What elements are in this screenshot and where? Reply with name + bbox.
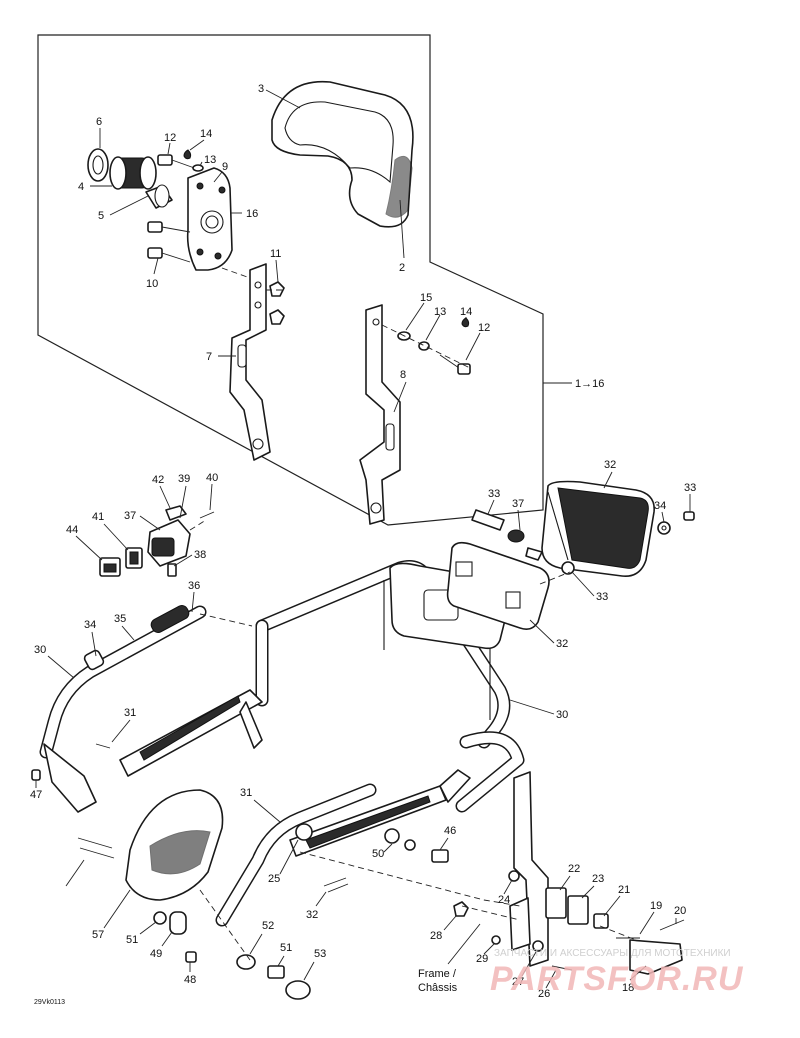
callout-54: 52: [262, 920, 274, 932]
callout-51: 51: [280, 942, 292, 954]
figure-code: 29Vk0113: [34, 999, 65, 1006]
callout-44: 39: [178, 473, 190, 485]
callout-36: 32: [604, 459, 616, 471]
callout-13-top: 13: [204, 154, 216, 166]
callout-46: 41: [92, 511, 104, 523]
callout-19: 20: [674, 905, 686, 917]
watermark-top-text: ЗАПЧАСТИ И АКСЕССУАРЫ ДЛЯ МОТОТЕХНИКИ: [494, 948, 731, 959]
backrest-pad: [271, 80, 414, 228]
callout-28: 29: [476, 953, 488, 965]
callout-23: 24: [498, 894, 510, 906]
callout-8: 8: [400, 369, 406, 381]
bracket-right: [359, 304, 401, 525]
callout-32: 32: [556, 638, 568, 650]
callout-52: 49: [150, 948, 162, 960]
callout-22: 23: [592, 873, 604, 885]
bolts-upper: [147, 154, 201, 263]
callout-25: 26: [538, 988, 550, 1000]
callout-6: 6: [96, 116, 102, 128]
callout-18: 19: [650, 900, 662, 912]
callout-26: 27: [512, 976, 524, 988]
backplate: [389, 541, 550, 650]
callout-53-left: 51: [126, 934, 138, 946]
callout-2: 2: [399, 262, 405, 274]
callout-45: 40: [206, 472, 218, 484]
lower-hardware: [31, 743, 449, 1000]
switch-group: [99, 505, 215, 577]
callout-33: 33: [488, 488, 500, 500]
callout-21: 22: [568, 863, 580, 875]
callout-38: 34: [654, 500, 666, 512]
callout-9: 9: [222, 161, 228, 173]
callout-5: 5: [98, 210, 104, 222]
frame-bracket: [453, 771, 685, 975]
callout-48-lower: 48: [184, 974, 196, 986]
callout-4: 4: [78, 181, 84, 193]
callout-49: 44: [66, 524, 78, 536]
callout-24: 25: [268, 873, 280, 885]
side-guard: [43, 743, 224, 901]
callout-10: 10: [146, 278, 158, 290]
callout-50: 46: [444, 825, 456, 837]
callout-35: 37: [512, 498, 524, 510]
callout-34: 33: [596, 591, 608, 603]
callout-31-lower: 32: [306, 909, 318, 921]
callout-37: 33: [684, 482, 696, 494]
bracket-left: [229, 263, 271, 461]
callout-39: 34: [84, 619, 96, 631]
callout-53-right: 50: [372, 848, 384, 860]
callout-12-top: 12: [164, 132, 176, 144]
assembly-outline: [37, 34, 544, 526]
tail-light: [541, 480, 655, 577]
callout-40: 35: [114, 613, 126, 625]
callout-27: 28: [430, 930, 442, 942]
light-hardware: [471, 509, 695, 585]
watermark-brand: PARTSFOR.RU: [490, 960, 744, 998]
nuts-11: [269, 281, 285, 325]
callout-47: 42: [152, 474, 164, 486]
callout-56: 57: [92, 929, 104, 941]
callout-20: 21: [618, 884, 630, 896]
watermark: ЗАПЧАСТИ И АКСЕССУАРЫ ДЛЯ МОТОТЕХНИКИ PA…: [490, 948, 744, 998]
callout-14-right: 14: [460, 306, 472, 318]
callout-31-left: 31: [124, 707, 136, 719]
callout-12-right: 12: [478, 322, 490, 334]
callout-assembly-range: 1→16: [575, 378, 604, 390]
callout-41: 36: [188, 580, 200, 592]
bearing-stack: [87, 148, 173, 209]
callout-48-left: 47: [30, 789, 42, 801]
callout-29: 30: [556, 709, 568, 721]
callout-42: 37: [124, 510, 136, 522]
callout-3: 3: [258, 83, 264, 95]
callout-30-left: 30: [34, 644, 46, 656]
callout-30-lower: 31: [240, 787, 252, 799]
frame-label-line1: Frame /: [418, 968, 457, 980]
callout-13-right: 13: [434, 306, 446, 318]
callout-11: 11: [270, 248, 281, 260]
callout-43: 38: [194, 549, 206, 561]
support-struts: [119, 689, 471, 857]
callout-7: 7: [206, 351, 212, 363]
callout-16: 16: [246, 208, 258, 220]
callout-15: 15: [420, 292, 432, 304]
callout-14-top: 14: [200, 128, 212, 140]
callout-labels: 1→16 3 2 6 4 5 12 14 13 9 16 10 11 7 8 1…: [30, 83, 696, 1006]
callout-55: 53: [314, 948, 326, 960]
frame-label-line2: Châssis: [418, 982, 458, 994]
callout-17: 18: [622, 982, 634, 994]
mounting-plate: [186, 167, 233, 271]
